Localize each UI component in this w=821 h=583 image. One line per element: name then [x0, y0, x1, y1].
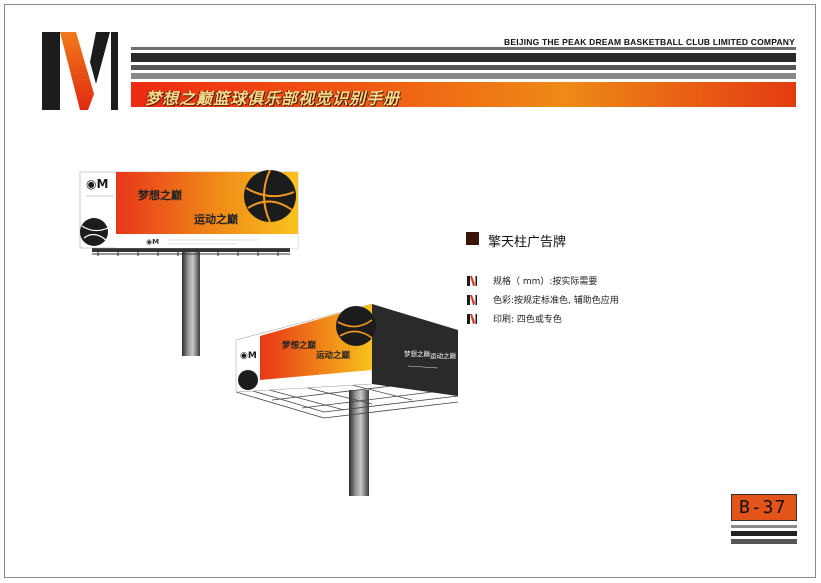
- page-code: B-37: [739, 497, 787, 518]
- spec-item: 印刷: 四色或专色: [467, 312, 562, 325]
- bullet-logo-icon: [467, 276, 477, 286]
- brand-logo: [42, 32, 118, 110]
- spec-item: 色彩:按规定标准色, 辅助色应用: [467, 293, 619, 306]
- pole: [349, 390, 369, 496]
- billboard-angled-illustration: ◉M 梦想之巅 运动之巅 梦想之巅 运动之巅: [235, 303, 459, 496]
- bullet-logo-icon: [467, 295, 477, 305]
- footer-stripe: [731, 531, 797, 536]
- header-stripe: [131, 53, 796, 62]
- header-stripe: [131, 65, 796, 70]
- billboard-face-side: [372, 304, 458, 396]
- footer-stripe: [731, 525, 797, 528]
- section-title: 擎天柱广告牌: [488, 235, 567, 250]
- slogan-2: 运动之巅: [194, 212, 238, 226]
- page-frame: [4, 4, 816, 578]
- basketball-icon: [238, 370, 258, 390]
- side-slogan-1: 梦想之巅: [404, 349, 431, 358]
- footer-stripe: [731, 539, 797, 544]
- mini-logo-icon: ◉M: [86, 177, 108, 191]
- header-stripe: [131, 47, 796, 50]
- slogan-2: 运动之巅: [316, 350, 351, 361]
- basketball-icon: [80, 218, 108, 246]
- side-slogan-2: 运动之巅: [430, 351, 457, 360]
- page-code-box: B-37: [731, 494, 797, 521]
- manual-title: 梦想之巅篮球俱乐部视觉识别手册: [145, 89, 401, 108]
- mini-logo-icon: ◉M: [146, 238, 159, 246]
- slogan-1: 梦想之巅: [281, 340, 317, 351]
- railing: [92, 252, 290, 256]
- spec-text: 色彩:按规定标准色, 辅助色应用: [493, 296, 619, 306]
- title-banner: 梦想之巅篮球俱乐部视觉识别手册: [131, 82, 796, 108]
- pole: [182, 248, 200, 356]
- spec-text: 印刷: 四色或专色: [493, 315, 562, 325]
- bullet-logo-icon: [467, 314, 477, 324]
- mini-logo-icon: ◉M: [240, 351, 257, 361]
- spec-item: 规格（ mm）:按实际需要: [467, 274, 597, 287]
- billboard-walkway: [92, 248, 290, 252]
- header-stripe: [131, 73, 796, 79]
- section-marker: [466, 232, 479, 245]
- slogan-1: 梦想之巅: [138, 188, 182, 202]
- company-name: BEIJING THE PEAK DREAM BASKETBALL CLUB L…: [504, 37, 795, 47]
- billboard-front-illustration: ◉M 梦想之巅 运动之巅 ◉M: [79, 169, 299, 356]
- spec-text: 规格（ mm）:按实际需要: [493, 277, 598, 287]
